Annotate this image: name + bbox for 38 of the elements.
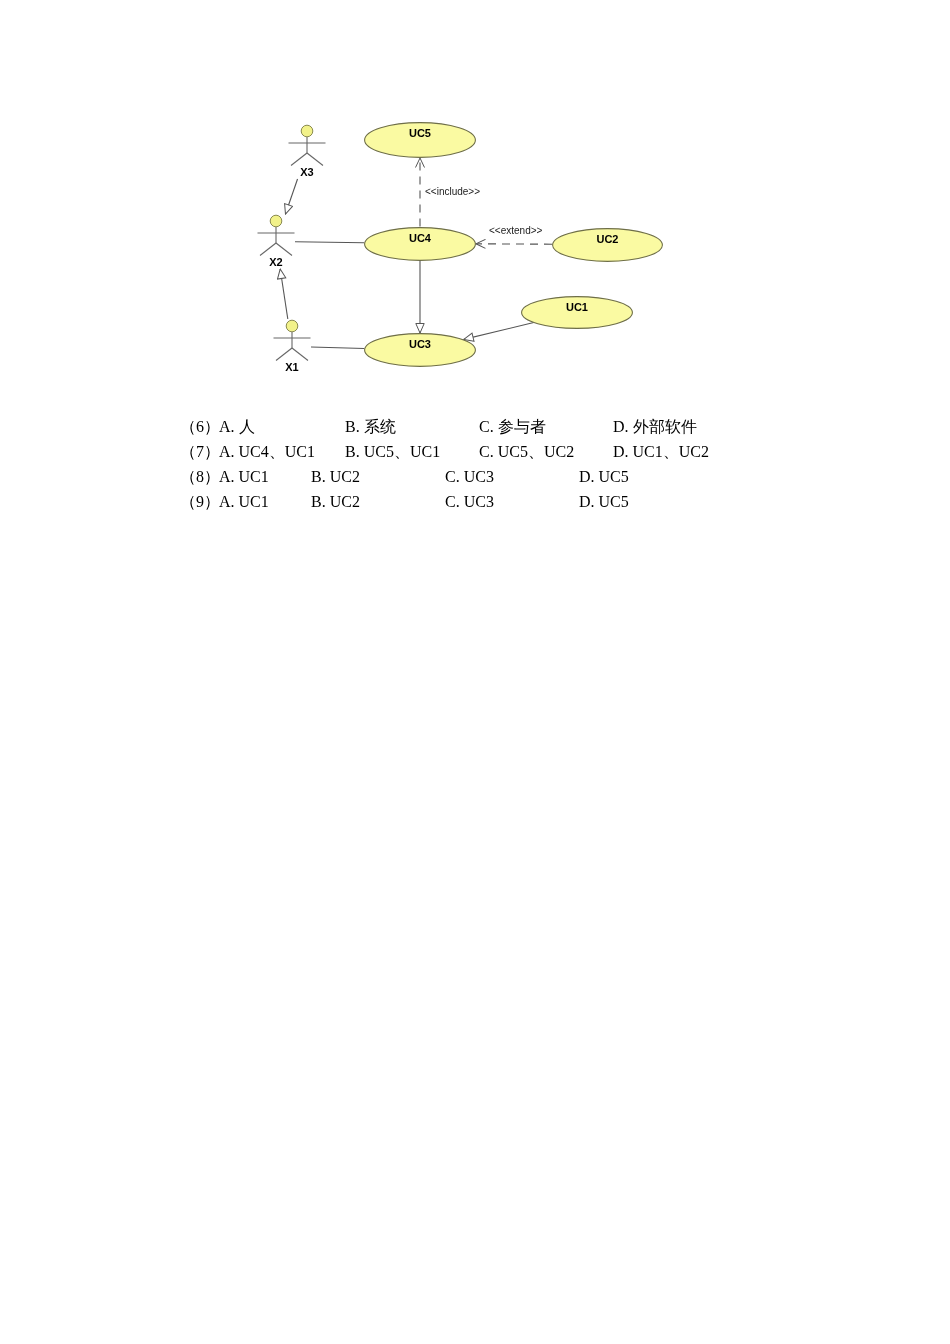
use-case-ellipse: UC3 <box>364 333 476 367</box>
edge-label: <<include>> <box>424 186 482 198</box>
answer-option: A. 人 <box>219 417 255 437</box>
answer-option: A. UC4、UC1 <box>219 442 315 462</box>
answer-option: D. UC5 <box>579 492 629 512</box>
connector-line <box>310 346 365 350</box>
answer-option: B. UC2 <box>311 492 360 512</box>
answer-option: C. UC5、UC2 <box>479 442 575 462</box>
answer-option: C. 参与者 <box>479 417 546 437</box>
answer-option: B. 系统 <box>345 417 396 437</box>
use-case-ellipse: UC4 <box>364 226 476 261</box>
dashed-arrow <box>415 157 425 228</box>
question-number: （6） <box>180 417 220 437</box>
use-case-ellipse: UC5 <box>364 122 476 158</box>
arrow <box>276 268 289 320</box>
question-number: （7） <box>180 442 220 462</box>
answer-option: A. UC1 <box>219 467 269 487</box>
actor-label: X1 <box>285 361 299 374</box>
question-number: （8） <box>180 467 220 487</box>
answer-option: B. UC5、UC1 <box>345 442 441 462</box>
use-case-ellipse: UC2 <box>552 227 663 262</box>
answer-option: D. UC1、UC2 <box>613 442 709 462</box>
answer-option: A. UC1 <box>219 492 269 512</box>
answer-option: C. UC3 <box>445 492 494 512</box>
question-number: （9） <box>180 492 220 512</box>
answer-option: C. UC3 <box>445 467 494 487</box>
answer-option: B. UC2 <box>311 467 360 487</box>
arrow <box>463 321 535 342</box>
arrow <box>284 178 299 215</box>
actor-label: X3 <box>300 166 314 179</box>
dashed-arrow <box>475 238 553 249</box>
actor-label: X2 <box>269 256 283 269</box>
answer-option: D. UC5 <box>579 467 629 487</box>
arrow <box>415 259 425 334</box>
answer-option: D. 外部软件 <box>613 417 697 437</box>
connector-line <box>294 241 365 244</box>
use-case-ellipse: UC1 <box>521 295 633 329</box>
edge-label: <<extend>> <box>488 225 544 237</box>
